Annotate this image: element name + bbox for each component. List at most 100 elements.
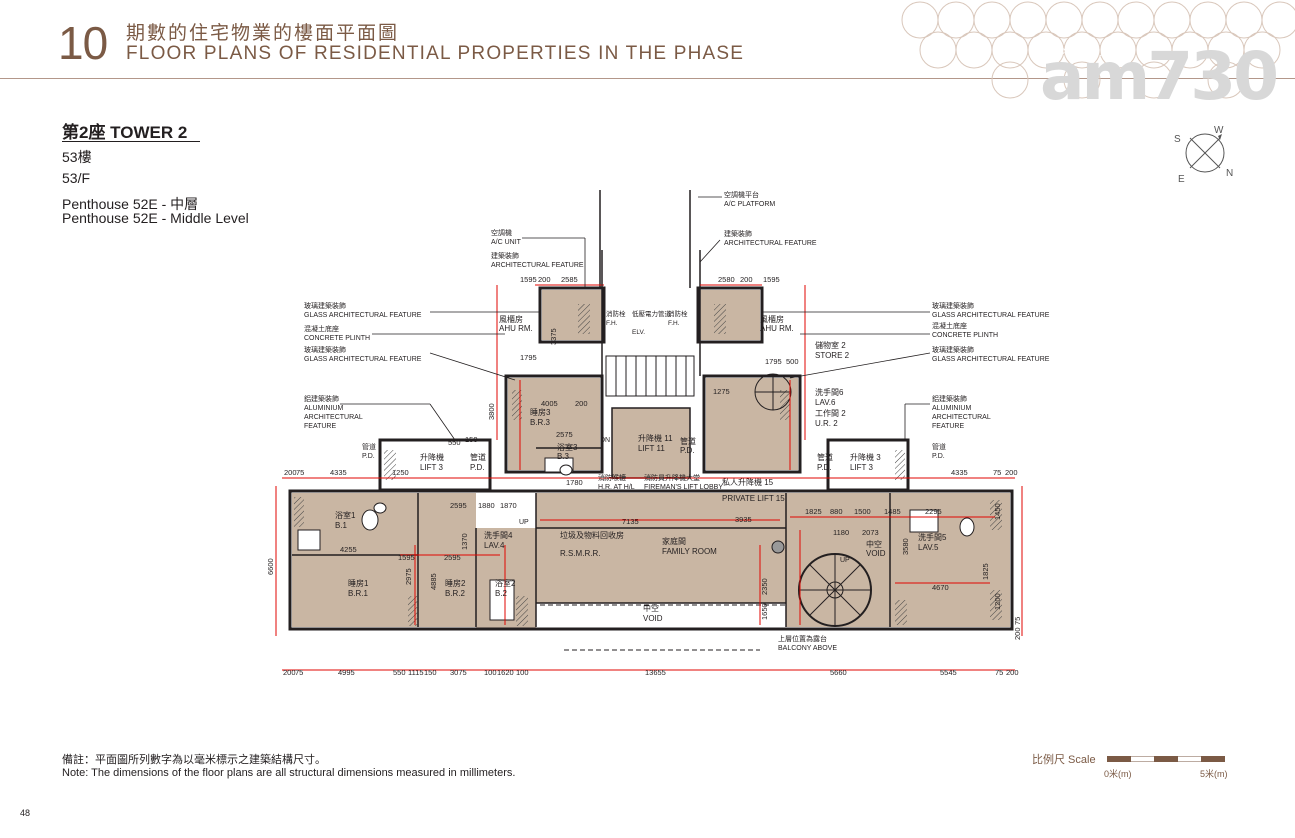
- compass-n: N: [1226, 168, 1233, 179]
- scale-label: 比例尺 Scale: [1032, 754, 1096, 766]
- svg-text:UP: UP: [519, 519, 529, 526]
- header-rule: [0, 78, 1295, 79]
- svg-text:P.D.: P.D.: [817, 463, 832, 472]
- svg-text:2585: 2585: [561, 275, 578, 284]
- svg-text:消防員升降機大堂: 消防員升降機大堂: [644, 473, 700, 482]
- logo-am730: am730: [1040, 38, 1279, 115]
- svg-text:ARCHITECTURAL FEATURE: ARCHITECTURAL FEATURE: [724, 240, 817, 247]
- svg-text:管道: 管道: [470, 452, 486, 462]
- callouts-left: 空調機 A/C UNIT 建築裝飾 ARCHITECTURAL FEATURE …: [304, 228, 584, 460]
- svg-text:VOID: VOID: [643, 614, 663, 623]
- svg-text:GLASS ARCHITECTURAL FEATURE: GLASS ARCHITECTURAL FEATURE: [932, 312, 1050, 319]
- svg-text:4335: 4335: [951, 468, 968, 477]
- svg-text:浴室2: 浴室2: [495, 578, 516, 588]
- svg-text:1795: 1795: [765, 357, 782, 366]
- svg-text:75: 75: [1013, 617, 1022, 625]
- dimension-text-vertical: 6600 3800 3375 2975 4885 1370 2350 1650 …: [266, 328, 1022, 640]
- decorative-pattern: [901, 1, 1295, 99]
- svg-text:B.1: B.1: [335, 521, 348, 530]
- svg-text:1825: 1825: [981, 563, 990, 580]
- svg-text:UP: UP: [840, 557, 850, 564]
- svg-text:升降機: 升降機: [420, 452, 444, 462]
- svg-text:鋁建築裝飾: 鋁建築裝飾: [304, 394, 339, 403]
- svg-text:B.R.2: B.R.2: [445, 589, 466, 598]
- svg-text:2073: 2073: [862, 528, 879, 537]
- svg-text:浴室1: 浴室1: [335, 510, 356, 520]
- fixtures: [297, 457, 975, 621]
- svg-text:空調機: 空調機: [491, 228, 512, 237]
- svg-text:2580: 2580: [718, 275, 735, 284]
- svg-text:消防栓: 消防栓: [668, 309, 688, 318]
- svg-text:13655: 13655: [645, 668, 666, 677]
- tower-title: 第2座 TOWER 2: [62, 123, 188, 142]
- svg-text:4670: 4670: [932, 583, 949, 592]
- svg-text:F.H.: F.H.: [606, 320, 618, 327]
- svg-text:100: 100: [516, 668, 529, 677]
- svg-text:ARCHITECTURAL: ARCHITECTURAL: [304, 414, 363, 421]
- svg-text:垃圾及物料回收房: 垃圾及物料回收房: [560, 530, 624, 540]
- callout-leaders: [340, 196, 931, 441]
- svg-text:升降機 11: 升降機 11: [638, 433, 673, 443]
- svg-text:100: 100: [484, 668, 497, 677]
- svg-text:3800: 3800: [487, 403, 496, 420]
- svg-text:CONCRETE PLINTH: CONCRETE PLINTH: [304, 335, 370, 342]
- compass-s: S: [1174, 134, 1181, 145]
- compass-w: W: [1214, 125, 1224, 136]
- svg-text:AHU RM.: AHU RM.: [499, 324, 533, 333]
- section-title-cn: 期數的住宅物業的樓面平面圖: [126, 22, 400, 44]
- svg-text:1825: 1825: [805, 507, 822, 516]
- svg-text:H.R. AT H/L: H.R. AT H/L: [598, 484, 635, 491]
- svg-text:FEATURE: FEATURE: [932, 423, 964, 430]
- svg-text:3580: 3580: [901, 538, 910, 555]
- compass-icon: W S E N: [1174, 125, 1233, 185]
- svg-text:75: 75: [993, 468, 1001, 477]
- svg-text:中空: 中空: [643, 603, 659, 613]
- svg-text:浴室3: 浴室3: [557, 442, 578, 452]
- svg-text:ALUMINIUM: ALUMINIUM: [932, 405, 971, 412]
- room-labels: 風櫃房 AHU RM. 風櫃房 AHU RM. 消防栓 F.H. 低壓電力管道 …: [335, 309, 947, 652]
- note-en: Note: The dimensions of the floor plans …: [62, 767, 516, 779]
- svg-text:P.D.: P.D.: [470, 463, 485, 472]
- svg-text:200: 200: [1006, 668, 1019, 677]
- svg-text:A/C PLATFORM: A/C PLATFORM: [724, 201, 775, 208]
- floor-plan: 1595 200 2585 2580 200 1595 200 75 4995 …: [266, 190, 1050, 677]
- svg-text:1485: 1485: [884, 507, 901, 516]
- svg-text:GLASS ARCHITECTURAL FEATURE: GLASS ARCHITECTURAL FEATURE: [304, 312, 422, 319]
- svg-text:GLASS ARCHITECTURAL FEATURE: GLASS ARCHITECTURAL FEATURE: [932, 356, 1050, 363]
- svg-text:2575: 2575: [556, 430, 573, 439]
- svg-text:FIREMAN'S LIFT LOBBY: FIREMAN'S LIFT LOBBY: [644, 484, 723, 491]
- svg-text:6600: 6600: [266, 558, 275, 575]
- svg-text:低壓電力管道: 低壓電力管道: [632, 309, 672, 318]
- svg-text:消防喉轆: 消防喉轆: [598, 473, 626, 482]
- svg-text:LAV.4: LAV.4: [484, 541, 505, 550]
- svg-text:200: 200: [575, 399, 588, 408]
- svg-text:2975: 2975: [404, 568, 413, 585]
- svg-text:4335: 4335: [330, 468, 347, 477]
- svg-text:4885: 4885: [429, 573, 438, 590]
- floor-en: 53/F: [62, 170, 91, 186]
- svg-text:管道: 管道: [817, 452, 833, 462]
- section-title-en: FLOOR PLANS OF RESIDENTIAL PROPERTIES IN…: [126, 43, 745, 64]
- svg-text:P.D.: P.D.: [362, 453, 375, 460]
- svg-text:洗手間6: 洗手間6: [815, 387, 844, 397]
- note-cn: 備註：平面圖所列數字為以毫米標示之建築結構尺寸。: [62, 754, 326, 766]
- svg-text:A/C UNIT: A/C UNIT: [491, 239, 522, 246]
- svg-text:STORE 2: STORE 2: [815, 351, 850, 360]
- svg-text:洗手間5: 洗手間5: [918, 532, 947, 542]
- svg-text:1250: 1250: [392, 468, 409, 477]
- svg-text:2595: 2595: [450, 501, 467, 510]
- scale-bar: [1107, 756, 1225, 762]
- svg-text:睡房3: 睡房3: [530, 407, 551, 417]
- svg-text:ARCHITECTURAL FEATURE: ARCHITECTURAL FEATURE: [491, 262, 584, 269]
- scale-five: 5米(m): [1200, 769, 1228, 779]
- svg-text:3935: 3935: [735, 515, 752, 524]
- unit-cn: Penthouse 52E - 中層: [62, 196, 199, 212]
- svg-text:LIFT 3: LIFT 3: [850, 463, 874, 472]
- svg-text:1450: 1450: [993, 503, 1002, 520]
- svg-text:75: 75: [995, 668, 1003, 677]
- svg-text:1500: 1500: [854, 507, 871, 516]
- svg-text:BALCONY ABOVE: BALCONY ABOVE: [778, 645, 837, 652]
- svg-text:空調機平台: 空調機平台: [724, 190, 759, 199]
- svg-text:1180: 1180: [833, 528, 849, 537]
- svg-text:200: 200: [740, 275, 753, 284]
